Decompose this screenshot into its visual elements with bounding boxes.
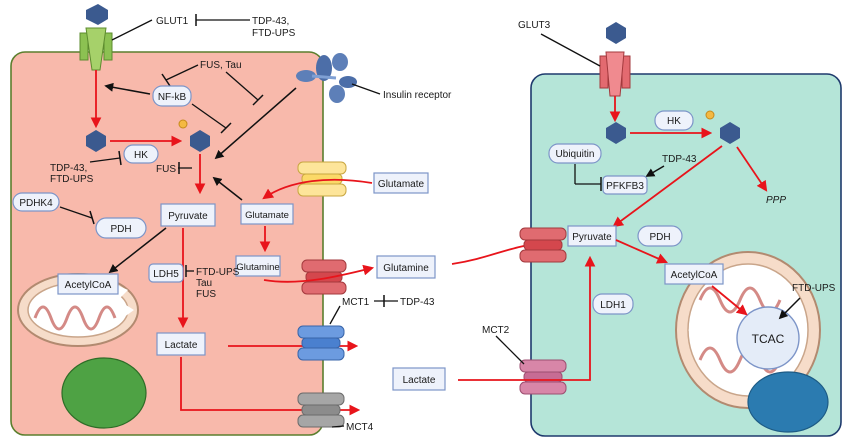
glutamate-label-inner: Glutamate [245, 210, 289, 221]
pfkfb3-box [602, 175, 648, 195]
hk-box-right [654, 110, 694, 131]
nfkb-label: NF-kB [158, 92, 187, 103]
acetylcoa-box-left [57, 273, 119, 295]
pyruvate-box-left [160, 203, 216, 227]
hk-inhibitor-label-2: FTD-UPS [50, 174, 94, 185]
glucose-6-phosphate-icon [720, 122, 740, 144]
left-cell [10, 51, 324, 436]
ldh5-inhibitor-label-3: FUS [196, 289, 216, 300]
glutamine-transporter [301, 259, 347, 295]
mct2-label: MCT2 [482, 325, 510, 336]
mct2-transporter [519, 359, 567, 395]
glutamine-box-outer [376, 255, 436, 279]
glutamine-box-inner [235, 255, 281, 277]
lactate-label-outer: Lactate [403, 375, 436, 386]
pyruvate-transporter [519, 227, 567, 263]
hk-label-right: HK [667, 116, 681, 127]
lactate-label-left: Lactate [165, 340, 198, 351]
glutamine-label-inner: Glutamine [236, 262, 279, 273]
right-mitochondrion-base [747, 371, 829, 433]
glut1-label: GLUT1 [156, 16, 189, 27]
glucose-icon [606, 22, 626, 44]
tcac-circle [736, 306, 800, 370]
phosphate-icon [705, 110, 715, 120]
mct1-inhibitor-label: TDP-43 [400, 297, 435, 308]
left-nucleus [61, 357, 147, 429]
ftd-ups-label-right: FTD-UPS [792, 283, 836, 294]
glut1-inhibitor-label-2: FTD-UPS [252, 28, 296, 39]
pdh-box-left [95, 217, 147, 239]
mct1-transporter [297, 325, 345, 361]
pdh-label-left: PDH [110, 224, 131, 235]
pyruvate-box-right [567, 225, 617, 247]
glutamate-box-inner [240, 203, 294, 225]
tcac-label: TCAC [752, 332, 785, 346]
glut3-transporter [599, 51, 631, 97]
fus-tau-label: FUS, Tau [200, 60, 242, 71]
ppp-label: PPP [766, 195, 786, 206]
ldh5-inhibitor-label-1: FTD-UPS [196, 267, 240, 278]
ldh5-label: LDH5 [153, 269, 179, 280]
hk-inhibitor-label-1: TDP-43, [50, 163, 87, 174]
ldh5-box [148, 263, 184, 283]
mct4-transporter [297, 392, 345, 428]
phosphate-icon [178, 119, 188, 129]
pdh-box-right [637, 225, 683, 247]
glucose-6-phosphate-icon [190, 130, 210, 152]
glutamine-label-outer: Glutamine [383, 263, 429, 274]
acetylcoa-label-left: AcetylCoA [65, 280, 112, 291]
hk-box-left [123, 144, 159, 164]
lactate-box-left [156, 332, 206, 356]
lactate-box-outer [392, 367, 446, 391]
acetylcoa-box-right [664, 263, 724, 285]
glucose-icon [606, 122, 626, 144]
insulin-receptor-label: Insulin receptor [383, 90, 452, 101]
glut3-label: GLUT3 [518, 20, 551, 31]
ubiquitin-box [548, 143, 602, 164]
pdhk4-label: PDHK4 [19, 198, 53, 209]
pyruvate-label-left: Pyruvate [168, 211, 208, 222]
ubiquitin-label: Ubiquitin [556, 149, 595, 160]
glut1-inhibitor-label-1: TDP-43, [252, 16, 289, 27]
pdhk4-box [12, 192, 60, 212]
acetylcoa-label-right: AcetylCoA [671, 270, 718, 281]
glucose-icon [86, 130, 106, 152]
glucose-icon [86, 4, 108, 25]
ldh1-box [592, 293, 634, 315]
mct4-label: MCT4 [346, 422, 374, 433]
pdh-label-right: PDH [649, 232, 670, 243]
insulin-receptor-icon [296, 53, 357, 103]
glutamate-box-outer [373, 172, 429, 194]
nfkb-box [152, 85, 192, 107]
ldh5-inhibitor-label-2: Tau [196, 278, 212, 289]
pyruvate-label-right: Pyruvate [572, 232, 612, 243]
fus-label: FUS [156, 164, 176, 175]
ldh1-label: LDH1 [600, 300, 626, 311]
glutamate-label-outer: Glutamate [378, 179, 425, 190]
tdp43-label-right: TDP-43 [662, 154, 697, 165]
glut1-transporter [79, 27, 113, 71]
pfkfb3-label: PFKFB3 [606, 181, 644, 192]
mct1-label: MCT1 [342, 297, 370, 308]
hk-label-left: HK [134, 150, 148, 161]
